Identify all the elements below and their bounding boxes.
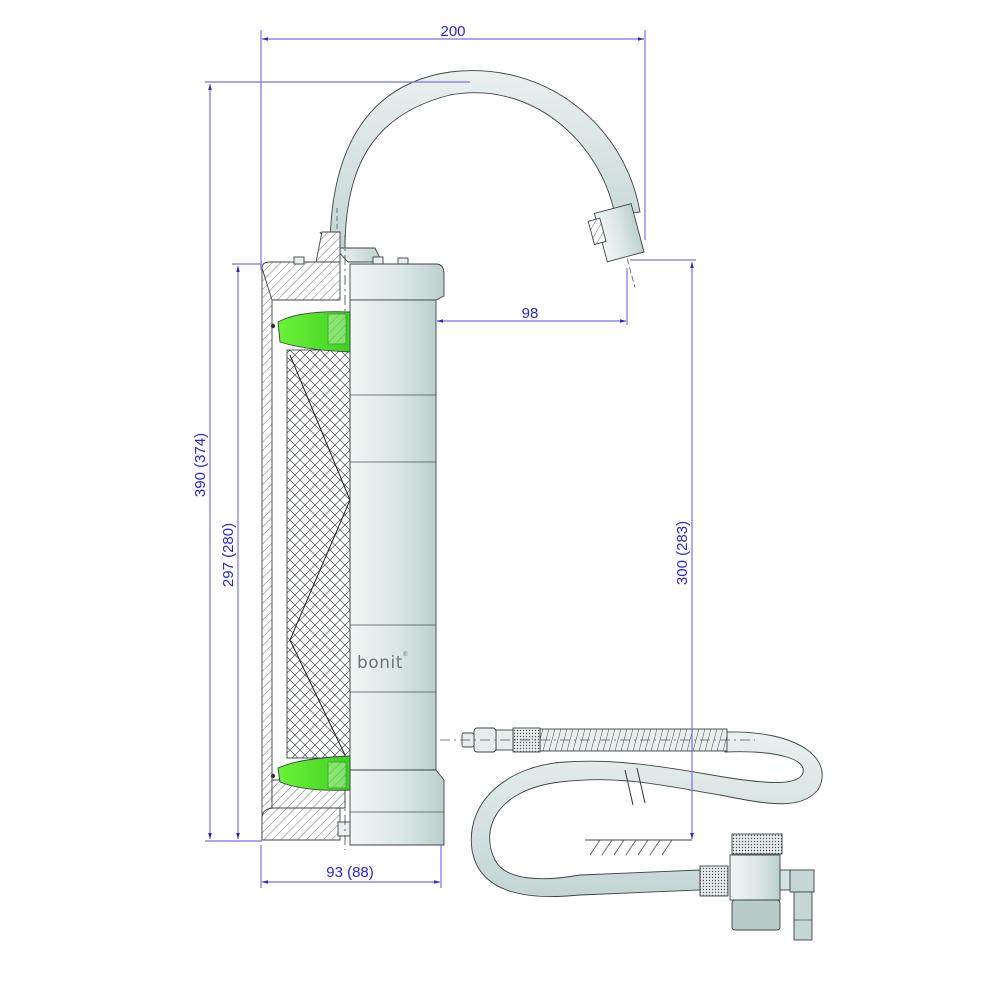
dimension-label-200: 200 — [440, 23, 465, 40]
dimension-label-390: 390 (374) — [192, 433, 209, 497]
seal-rings — [270, 311, 351, 791]
brand-logo: bonit — [357, 653, 403, 673]
dimension-housing-height: 297 (280) — [220, 263, 262, 839]
dimension-spout-reach: 98 — [437, 268, 628, 325]
dimension-label-297: 297 (280) — [220, 523, 237, 587]
dimension-top-width: 200 — [260, 23, 646, 270]
dimension-base-width: 93 (88) — [260, 845, 442, 888]
filter-cartridge — [286, 349, 351, 759]
dimension-spout-height: 300 (283) — [630, 259, 696, 839]
swivel-spout — [329, 70, 641, 251]
inlet-hose — [440, 727, 823, 897]
spout-nozzle — [587, 203, 645, 288]
dimension-label-93: 93 (88) — [326, 864, 374, 881]
mounting-surface — [585, 839, 692, 856]
filter-housing: bonit ® — [319, 231, 445, 846]
dimension-label-98: 98 — [522, 305, 539, 322]
dimension-label-300: 300 (283) — [674, 521, 691, 585]
diverter-valve — [699, 833, 815, 941]
brand-registered-mark: ® — [403, 651, 408, 658]
dimension-total-height: 390 (374) — [192, 81, 470, 842]
